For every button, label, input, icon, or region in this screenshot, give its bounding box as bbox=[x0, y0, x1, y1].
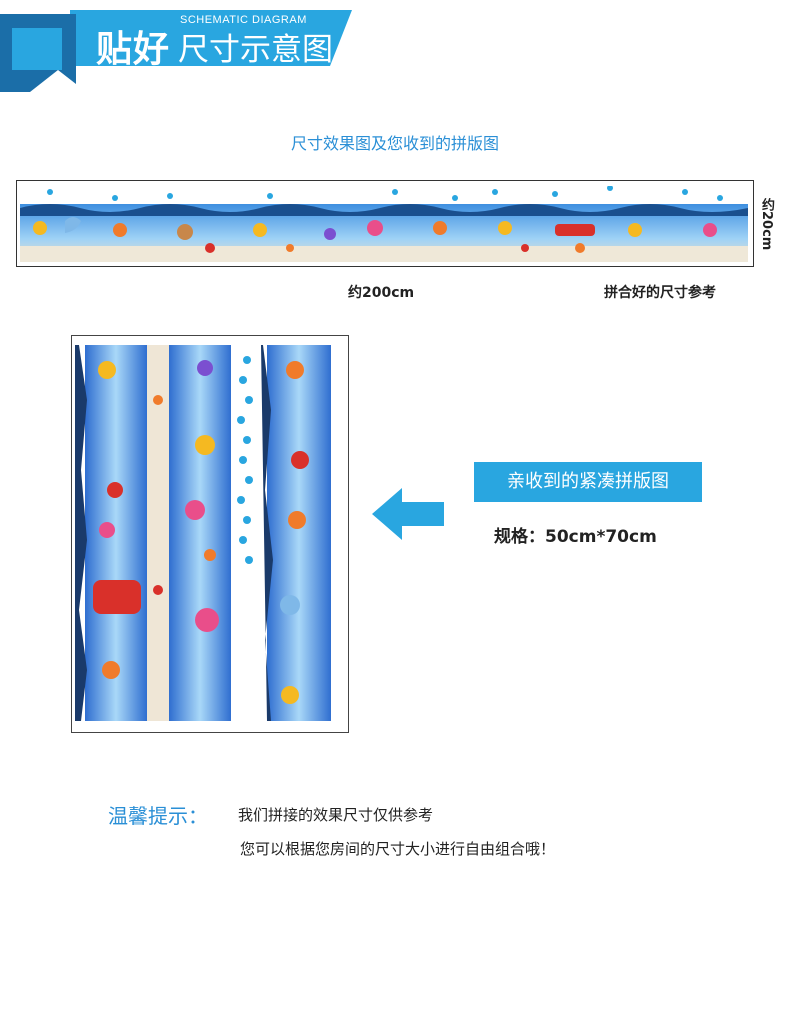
sheet-spec: 规格：50cm*70cm bbox=[494, 527, 657, 547]
compact-sheet-image bbox=[75, 340, 343, 726]
arrow-left-icon bbox=[372, 488, 444, 540]
tip-label: 温馨提示： bbox=[108, 804, 208, 828]
assembled-section-title: 尺寸效果图及您收到的拼版图 bbox=[290, 134, 499, 153]
assembled-strip-image bbox=[20, 186, 748, 262]
tip-line-1: 我们拼接的效果尺寸仅供参考 bbox=[238, 806, 434, 824]
header-banner bbox=[0, 10, 352, 92]
height-label: 约20cm bbox=[759, 197, 774, 251]
banner-title-light: 尺寸示意图 bbox=[178, 32, 333, 68]
banner-title-bold: 贴好 bbox=[96, 29, 171, 70]
width-label: 约200cm bbox=[348, 285, 415, 301]
compact-sheet-badge: 亲收到的紧凑拼版图 bbox=[474, 462, 702, 502]
banner-subtitle-en: SCHEMATIC DIAGRAM bbox=[180, 14, 307, 26]
tip-line-2: 您可以根据您房间的尺寸大小进行自由组合哦！ bbox=[240, 840, 556, 858]
assembled-size-note: 拼合好的尺寸参考 bbox=[604, 285, 716, 301]
